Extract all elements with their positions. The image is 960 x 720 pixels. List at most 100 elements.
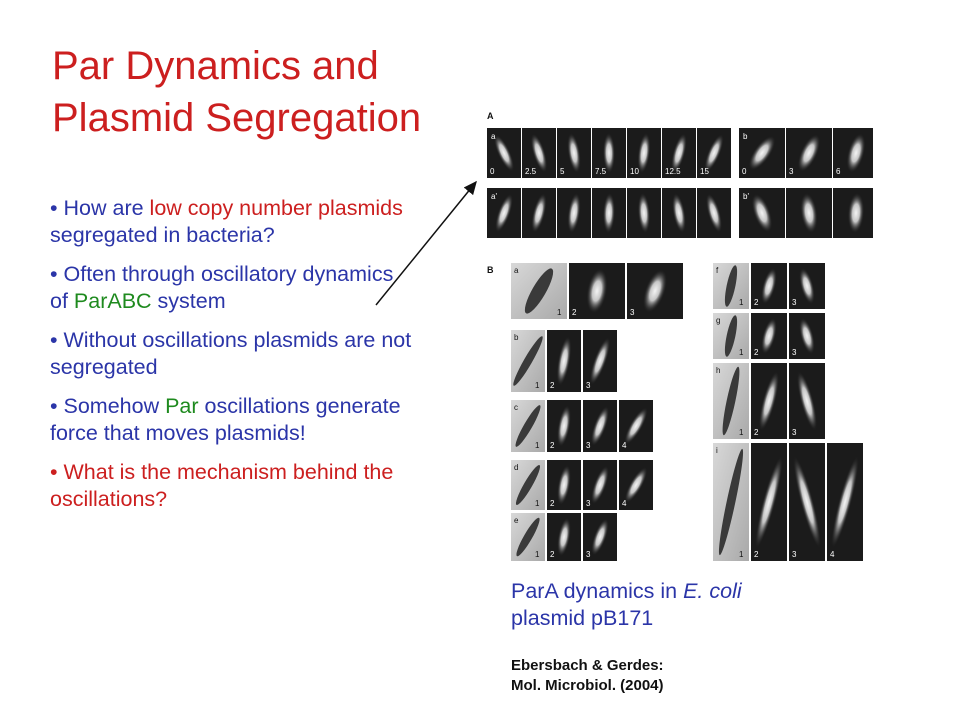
panel-a-b-row1-frame-2-label: 6: [836, 167, 841, 176]
panel-a-b-row1-letter: b: [743, 132, 748, 141]
bullet-4: • Somehow Par oscillations generate forc…: [50, 393, 415, 447]
panel-b-left-row2-frame-0-label: 1: [535, 441, 540, 450]
panel-b-right-row1-frame-0-cell: [724, 315, 738, 357]
panel-b-left-row1-frame-2-label: 3: [586, 381, 591, 390]
bullet-5: • What is the mechanism behind the oscil…: [50, 459, 415, 513]
panel-b-left-row2-frame-1-cell: [557, 405, 571, 447]
panel-b-left-row1-frame-1-label: 2: [550, 381, 555, 390]
figure-caption: ParA dynamics in E. coli plasmid pB171: [511, 578, 841, 632]
bullet-2-part-3: system: [151, 289, 226, 313]
citation-authors: Ebersbach & Gerdes:: [511, 657, 664, 674]
citation-journal: Mol. Microbiol. (2004): [511, 677, 664, 694]
panel-b-left-row4-frame-0-cell: [516, 517, 540, 557]
panel-b-left-row2-frame-2-cell: [590, 406, 610, 446]
panel-b-right-row1-frame-2-cell: [799, 318, 815, 354]
panel-b-left-row0-frame-0-label: 1: [557, 308, 562, 317]
caption-part-1: ParA dynamics in: [511, 579, 684, 603]
panel-b-left-row3-frame-0-cell: [515, 464, 541, 506]
panel-a-b-row1-frame-0-cell: [748, 135, 776, 171]
panel-b-right-row0-frame-0-cell: [724, 265, 738, 307]
panel-a-row2-frame-5-cell: [672, 193, 686, 233]
panel-a-b-row2-frame-2-cell: [847, 193, 865, 233]
bullet-1-part-3: segregated in bacteria?: [50, 223, 275, 247]
panel-a-b-row1-frame-1-cell: [797, 134, 821, 172]
bullet-1-part-2: low copy number plasmids: [149, 196, 403, 220]
panel-a-b-row1-frame-1-label: 3: [789, 167, 794, 176]
panel-b-left-row4-frame-1-cell: [557, 518, 571, 556]
panel-a-b-row1-frame-2-cell: [846, 133, 866, 173]
panel-b-right-row2-frame-2-cell: [797, 371, 817, 431]
panel-b-left-row4-letter: e: [514, 516, 519, 525]
panel-a-row1-frame-0-label: 0: [490, 167, 495, 176]
panel-a-row2-letter: a': [491, 192, 497, 201]
citation: Ebersbach & Gerdes: Mol. Microbiol. (200…: [511, 656, 841, 696]
panel-a-label: A: [487, 111, 494, 121]
panel-b-left-row3-frame-3-cell: [624, 467, 648, 503]
panel-a-row1-frame-1-label: 2.5: [525, 167, 537, 176]
panel-b-right-row0-frame-1-cell: [761, 268, 777, 304]
panel-a-row2-frame-1-cell: [531, 193, 547, 233]
panel-b-right-row1-frame-1-cell: [761, 318, 777, 354]
bullet-2-part-1: • Often through oscillatory dynamics of: [50, 262, 394, 313]
panel-a-row1-frame-2-label: 5: [560, 167, 565, 176]
panel-b-right-row3-frame-3-cell: [831, 456, 859, 548]
bullet-1: • How are low copy number plasmids segre…: [50, 195, 415, 249]
panel-b-left-row2-frame-1-label: 2: [550, 441, 555, 450]
panel-a-row2-frame-4-cell: [637, 193, 651, 233]
panel-b-left-row4-frame-1-label: 2: [550, 550, 555, 559]
panel-b-right-row3-letter: i: [716, 446, 718, 455]
panel-b-left-row3-frame-1-cell: [557, 465, 571, 505]
panel-b-left-row2-frame-2-label: 3: [586, 441, 591, 450]
panel-a-b-row1-frame-0-label: 0: [742, 167, 747, 176]
panel-b-left-row0-frame-1-label: 2: [572, 308, 577, 317]
panel-a-b-row2-frame-0-cell: [751, 194, 773, 232]
bullet-4-part-3: oscillations generate force that moves p…: [50, 394, 401, 445]
panel-a-row1-frame-3-label: 7.5: [595, 167, 607, 176]
panel-b-left-row1-frame-2-cell: [589, 337, 611, 385]
panel-b-left-row1-frame-0-label: 1: [535, 381, 540, 390]
panel-a-row1-frame-1-cell: [530, 133, 548, 173]
bullet-4-part-2: Par: [165, 394, 199, 418]
panel-b-left-row1-frame-0-cell: [513, 336, 543, 386]
panel-b-left-row4-frame-2-cell: [591, 518, 609, 556]
panel-a-row1-frame-4-cell: [637, 133, 651, 173]
panel-a-row1-frame-6-cell: [704, 134, 724, 172]
bullet-3-part-1: • Without oscillations plasmids are not …: [50, 328, 412, 379]
panel-b-right-row1-frame-0-label: 1: [739, 348, 744, 357]
panel-b-left-row0-frame-2-cell: [643, 269, 667, 313]
caption-part-2: plasmid pB171: [511, 606, 654, 630]
panel-b-right-row2-frame-1-label: 2: [754, 428, 759, 437]
panel-a-row1-frame-6-label: 15: [700, 167, 709, 176]
panel-b-right-row3-frame-0-label: 1: [739, 550, 744, 559]
panel-b-right-row0-frame-2-label: 3: [792, 298, 797, 307]
panel-b-right-row3-frame-0-cell: [718, 448, 744, 556]
panel-a-row1-frame-3-cell: [603, 133, 615, 173]
panel-b-right-row1-letter: g: [716, 316, 720, 325]
panel-b-left-row4-frame-2-label: 3: [586, 550, 591, 559]
panel-b-right-row0-frame-1-label: 2: [754, 298, 759, 307]
panel-b-left-row0-frame-2-label: 3: [630, 308, 635, 317]
panel-b-left-row4-frame-0-label: 1: [535, 550, 540, 559]
panel-a-row2-frame-3-cell: [603, 193, 615, 233]
panel-b-right-row3-frame-3-label: 4: [830, 550, 835, 559]
bullet-list: • How are low copy number plasmids segre…: [50, 195, 415, 525]
panel-b-left-row0-frame-1-cell: [586, 268, 608, 314]
panel-b-right-row3-frame-1-label: 2: [754, 550, 759, 559]
panel-b-right-row2-letter: h: [716, 366, 720, 375]
panel-b-right-row2-frame-1-cell: [759, 371, 779, 431]
panel-b-left-row0-letter: a: [514, 266, 519, 275]
panel-b-left-row3-frame-2-label: 3: [586, 499, 591, 508]
panel-b-left-row2-frame-3-label: 4: [622, 441, 627, 450]
bullet-5-part-1: • What is the mechanism behind the oscil…: [50, 460, 394, 511]
panel-a-row1-frame-2-cell: [567, 133, 581, 173]
panel-b-right-row0-frame-2-cell: [799, 268, 815, 304]
bullet-2: • Often through oscillatory dynamics of …: [50, 261, 415, 315]
panel-a-b-row2-letter: b': [743, 192, 749, 201]
caption-species: E. coli: [683, 579, 742, 603]
panel-a-row2-frame-6-cell: [706, 193, 722, 233]
panel-b-left-row1-letter: b: [514, 333, 519, 342]
panel-b-left-row2-frame-3-cell: [624, 407, 648, 445]
bullet-4-part-1: • Somehow: [50, 394, 166, 418]
